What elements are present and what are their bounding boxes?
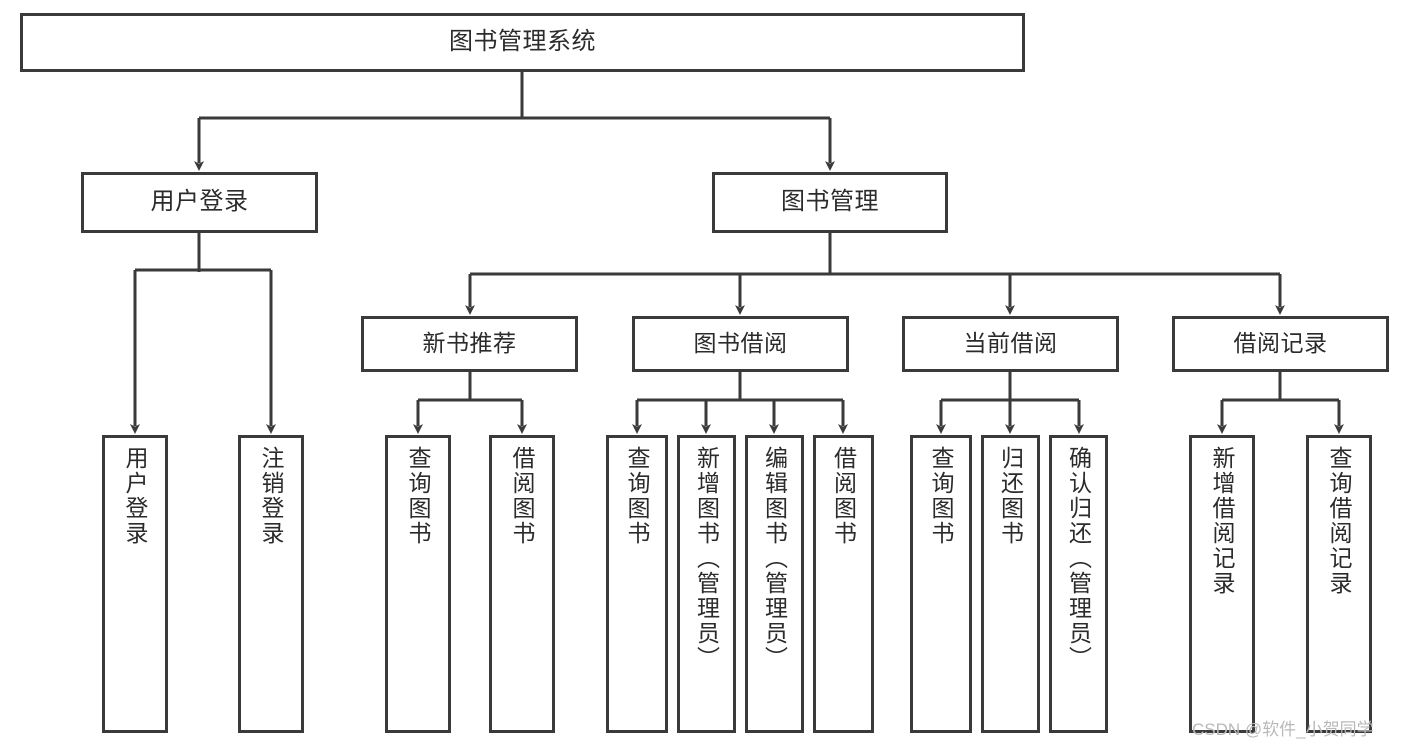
node-current-borrow[interactable]: 当前借阅 [902, 316, 1119, 372]
leaf-query-book-borrow-label: 查询图书 [624, 446, 651, 546]
node-book-management[interactable]: 图书管理 [712, 172, 948, 233]
node-new-book-recommend[interactable]: 新书推荐 [361, 316, 578, 372]
leaf-confirm-return-admin-label: 确认归还（管理员） [1065, 446, 1092, 671]
leaf-confirm-return-admin[interactable]: 确认归还（管理员） [1049, 435, 1108, 733]
leaf-add-book-admin-label: 新增图书（管理员） [693, 446, 720, 671]
leaf-user-login-label: 用户登录 [122, 446, 149, 546]
node-book-borrow[interactable]: 图书借阅 [632, 316, 849, 372]
leaf-query-borrow-record[interactable]: 查询借阅记录 [1306, 435, 1372, 733]
node-borrow-record-label: 借阅记录 [1233, 330, 1328, 357]
node-user-login[interactable]: 用户登录 [81, 172, 318, 233]
node-root-label: 图书管理系统 [449, 28, 596, 56]
leaf-return-book-label: 归还图书 [997, 446, 1024, 546]
node-book-borrow-label: 图书借阅 [693, 330, 788, 357]
node-user-login-label: 用户登录 [150, 188, 249, 216]
leaf-edit-book-admin[interactable]: 编辑图书（管理员） [745, 435, 804, 733]
leaf-logout[interactable]: 注销登录 [238, 435, 304, 733]
leaf-borrow-book-recommend-label: 借阅图书 [509, 446, 536, 546]
leaf-return-book[interactable]: 归还图书 [981, 435, 1040, 733]
leaf-add-borrow-record-label: 新增借阅记录 [1209, 446, 1236, 596]
leaf-user-login[interactable]: 用户登录 [102, 435, 168, 733]
csdn-watermark: CSDN @软件_小贺同学 [1192, 720, 1374, 739]
leaf-query-book-recommend[interactable]: 查询图书 [385, 435, 451, 733]
leaf-edit-book-admin-label: 编辑图书（管理员） [761, 446, 788, 671]
leaf-logout-label: 注销登录 [258, 446, 285, 546]
node-root[interactable]: 图书管理系统 [20, 13, 1025, 72]
node-new-book-recommend-label: 新书推荐 [422, 330, 517, 357]
leaf-borrow-book[interactable]: 借阅图书 [813, 435, 874, 733]
leaf-borrow-book-label: 借阅图书 [830, 446, 857, 546]
leaf-borrow-book-recommend[interactable]: 借阅图书 [489, 435, 555, 733]
leaf-query-borrow-record-label: 查询借阅记录 [1326, 446, 1353, 596]
leaf-query-book-current-label: 查询图书 [928, 446, 955, 546]
node-borrow-record[interactable]: 借阅记录 [1172, 316, 1389, 372]
leaf-add-book-admin[interactable]: 新增图书（管理员） [677, 435, 736, 733]
leaf-query-book-borrow[interactable]: 查询图书 [606, 435, 668, 733]
node-book-management-label: 图书管理 [781, 188, 879, 216]
node-current-borrow-label: 当前借阅 [963, 330, 1058, 357]
leaf-query-book-current[interactable]: 查询图书 [910, 435, 972, 733]
leaf-add-borrow-record[interactable]: 新增借阅记录 [1189, 435, 1255, 733]
leaf-query-book-recommend-label: 查询图书 [405, 446, 432, 546]
